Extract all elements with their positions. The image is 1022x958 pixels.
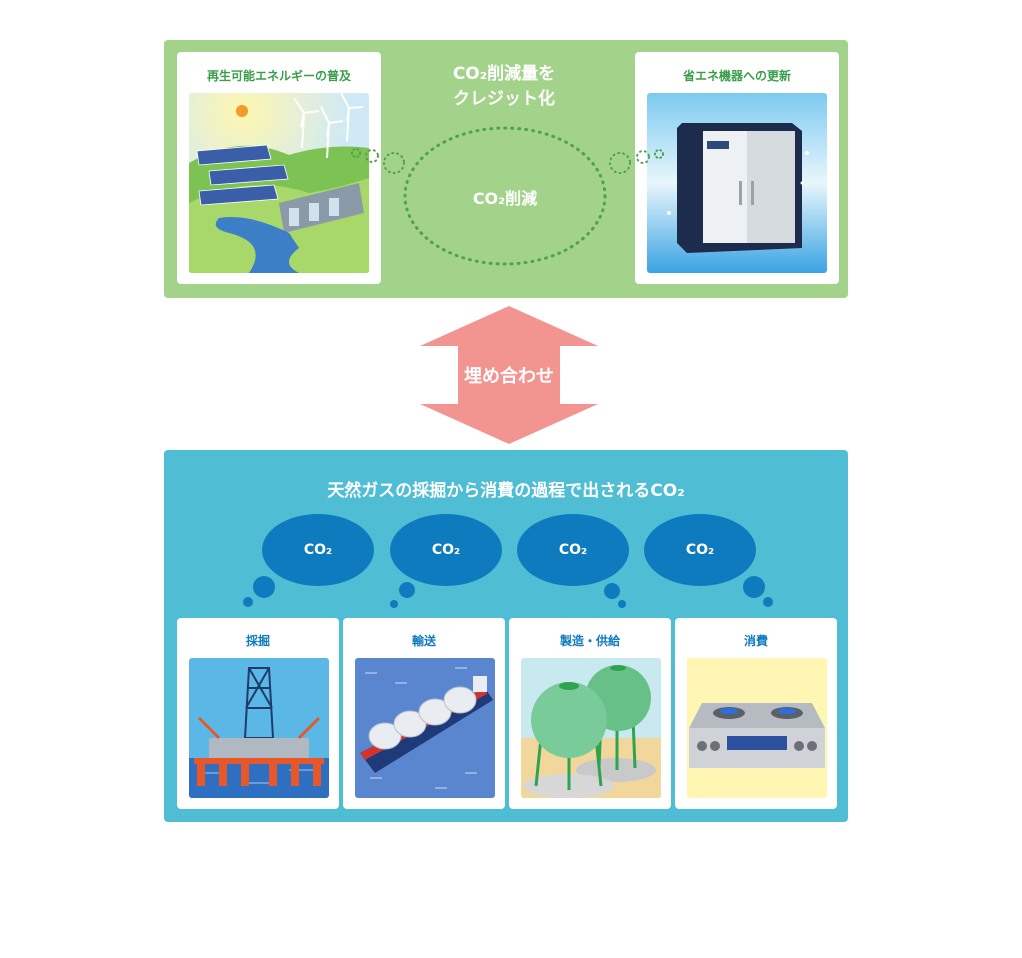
renewable-energy-title: 再生可能エネルギーの普及 — [206, 69, 351, 83]
gas-stove-icon — [687, 658, 827, 798]
double-arrow-icon — [420, 306, 598, 444]
gas-storage-tanks-icon — [521, 658, 661, 798]
offset-label: 埋め合わせ — [464, 366, 554, 387]
stage-title-consumption: 消費 — [743, 634, 768, 648]
co2-reduction-ellipse — [351, 126, 664, 266]
credit-panel: 再生可能エネルギーの普及 — [164, 40, 848, 298]
stage-title-production: 製造・供給 — [559, 634, 620, 648]
renewable-energy-card: 再生可能エネルギーの普及 — [177, 52, 381, 284]
lifecycle-emissions-panel: 天然ガスの採掘から消費の過程で出されるCO₂ CO₂ CO₂ CO₂ CO₂ 採… — [164, 450, 848, 822]
energy-saving-title: 省エネ機器への更新 — [682, 69, 791, 83]
energy-saving-card: 省エネ機器への更新 — [635, 52, 839, 284]
co2-cloud-2 — [390, 514, 502, 586]
co2-clouds — [243, 514, 773, 608]
stage-card-transport: 輸送 — [343, 618, 505, 809]
stage-card-extraction: 採掘 — [177, 618, 339, 809]
co2-cloud-label-4: CO₂ — [685, 542, 715, 558]
co2-reduction-label: CO₂削減 — [472, 189, 538, 208]
co2-cloud-3 — [517, 514, 629, 586]
credit-title-line1: CO₂削減量を — [452, 64, 556, 84]
stage-card-consumption: 消費 — [675, 618, 837, 809]
co2-cloud-label-3: CO₂ — [558, 542, 588, 558]
co2-cloud-4 — [644, 514, 756, 586]
credit-title-line2: クレジット化 — [453, 89, 555, 109]
lng-carrier-ship-icon — [355, 658, 495, 798]
co2-cloud-1 — [262, 514, 374, 586]
co2-cloud-label-1: CO₂ — [303, 542, 333, 558]
energy-saving-equipment-icon — [647, 93, 827, 273]
stage-card-production: 製造・供給 — [509, 618, 671, 809]
renewable-energy-scene-icon — [189, 93, 369, 273]
stage-title-extraction: 採掘 — [245, 634, 270, 648]
offshore-drilling-rig-icon — [189, 658, 329, 798]
co2-cloud-label-2: CO₂ — [431, 542, 461, 558]
lifecycle-title: 天然ガスの採掘から消費の過程で出されるCO₂ — [327, 481, 685, 501]
stage-title-transport: 輸送 — [411, 634, 436, 648]
